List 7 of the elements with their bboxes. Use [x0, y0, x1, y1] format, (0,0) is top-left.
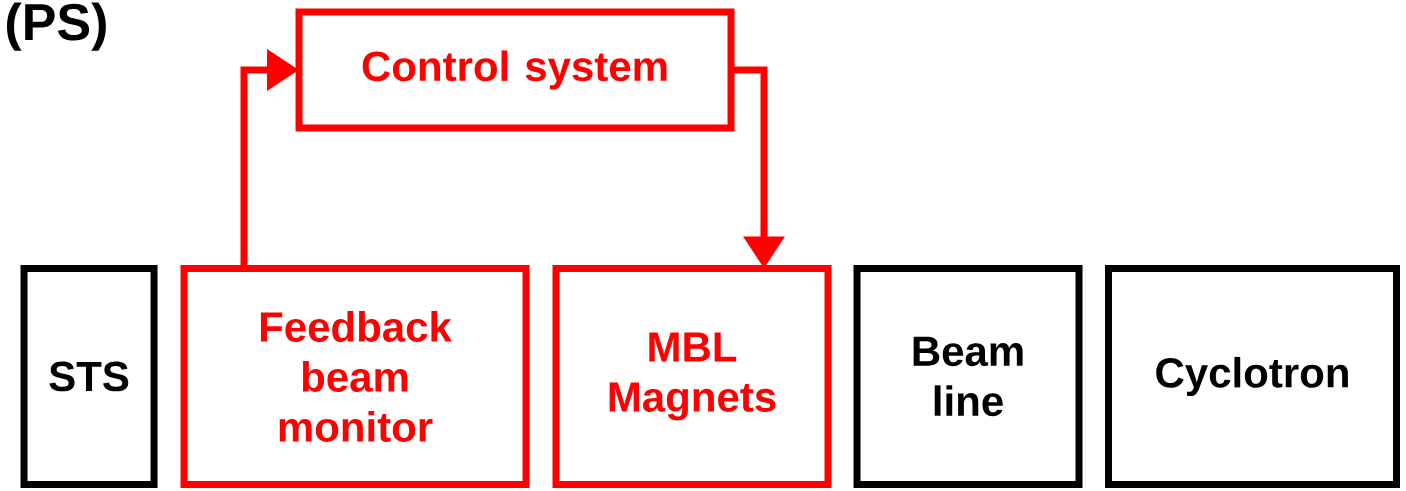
process-box: MBL Magnets	[552, 265, 832, 488]
process-box: Feedback beam monitor	[180, 265, 530, 488]
process-box: Beam line	[853, 265, 1083, 488]
process-box: STS	[20, 265, 158, 488]
process-box: Control system	[295, 8, 735, 132]
process-box: Cyclotron	[1105, 265, 1400, 488]
heading-text: (PS)	[7, 2, 106, 51]
